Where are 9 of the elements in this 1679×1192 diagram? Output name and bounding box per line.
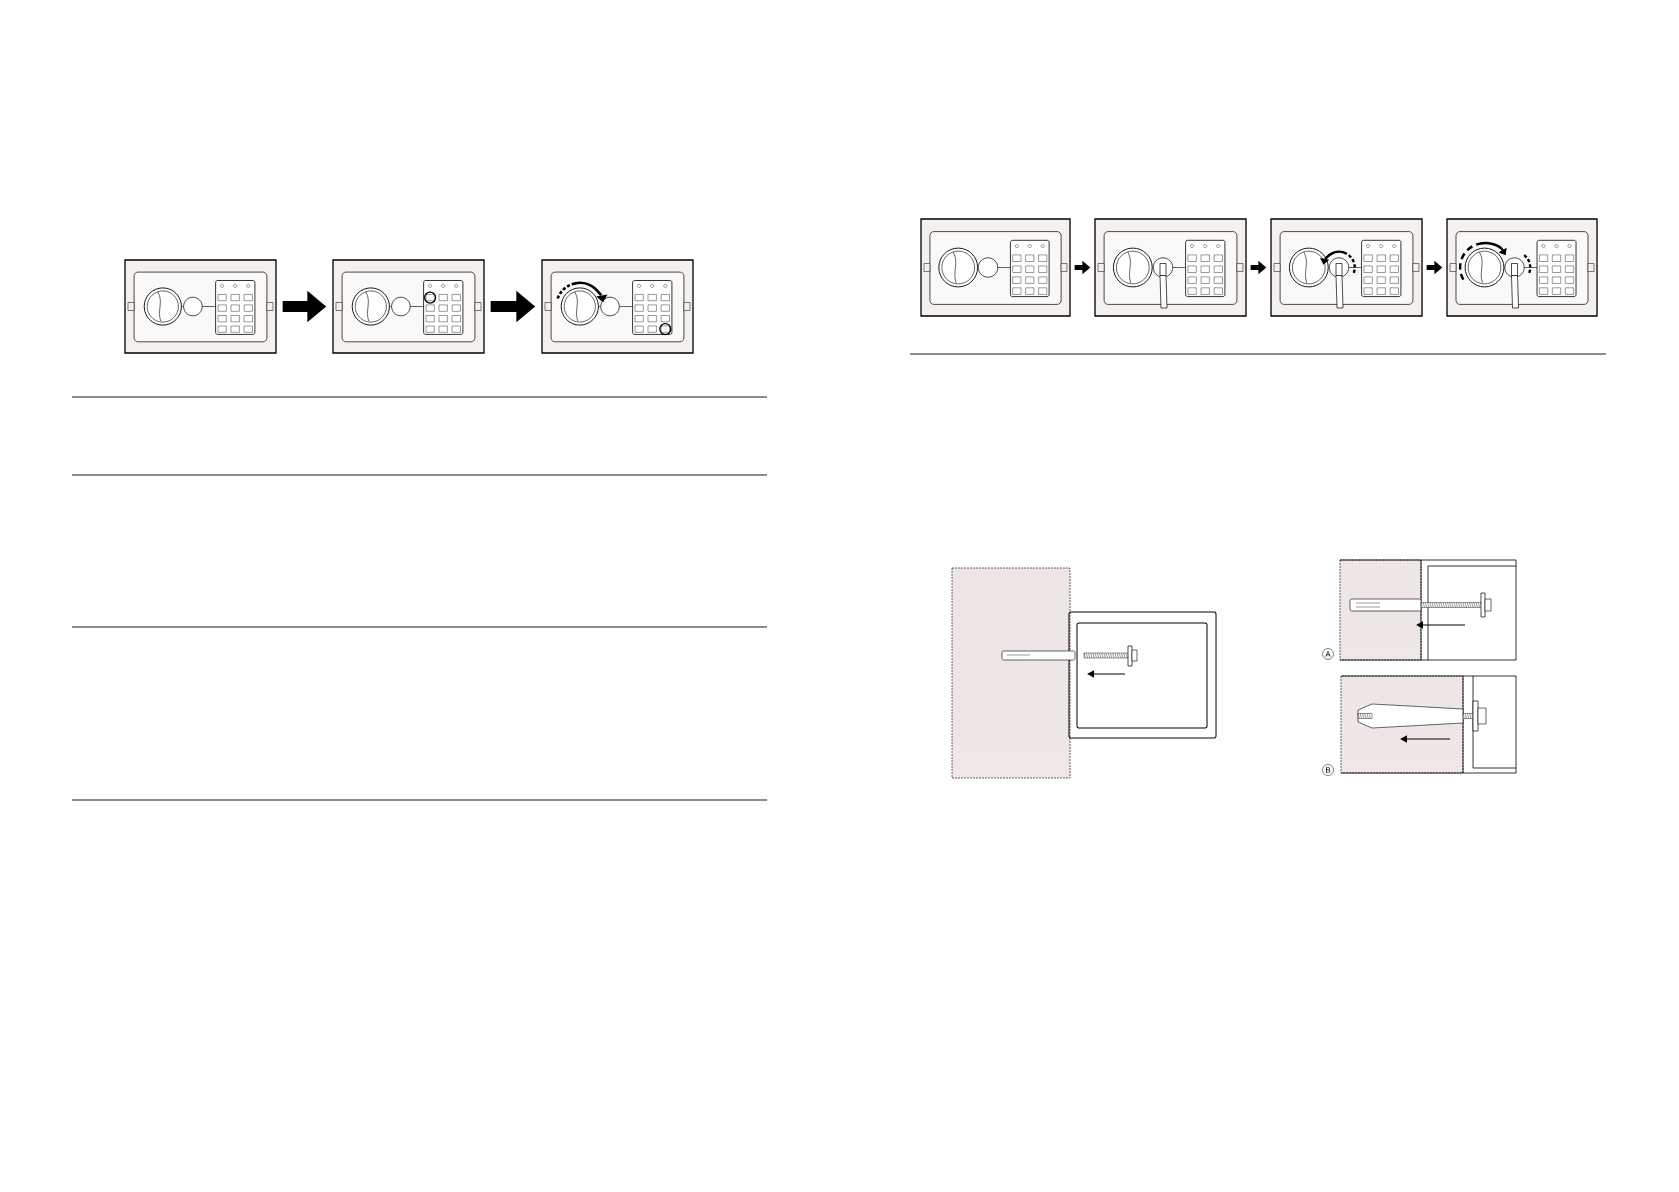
figure-label: B xyxy=(1322,764,1334,776)
safe-panel-drawing xyxy=(1094,218,1247,317)
safe-panel-drawing xyxy=(124,259,277,354)
safe-panel-drawing xyxy=(920,218,1071,317)
safe-panel-drawing xyxy=(1270,218,1423,317)
figure-label: A xyxy=(1322,648,1334,660)
safe-panel-drawing xyxy=(1446,218,1598,317)
safe-panel-drawing xyxy=(332,259,485,354)
safe-panel-drawing xyxy=(541,259,694,354)
